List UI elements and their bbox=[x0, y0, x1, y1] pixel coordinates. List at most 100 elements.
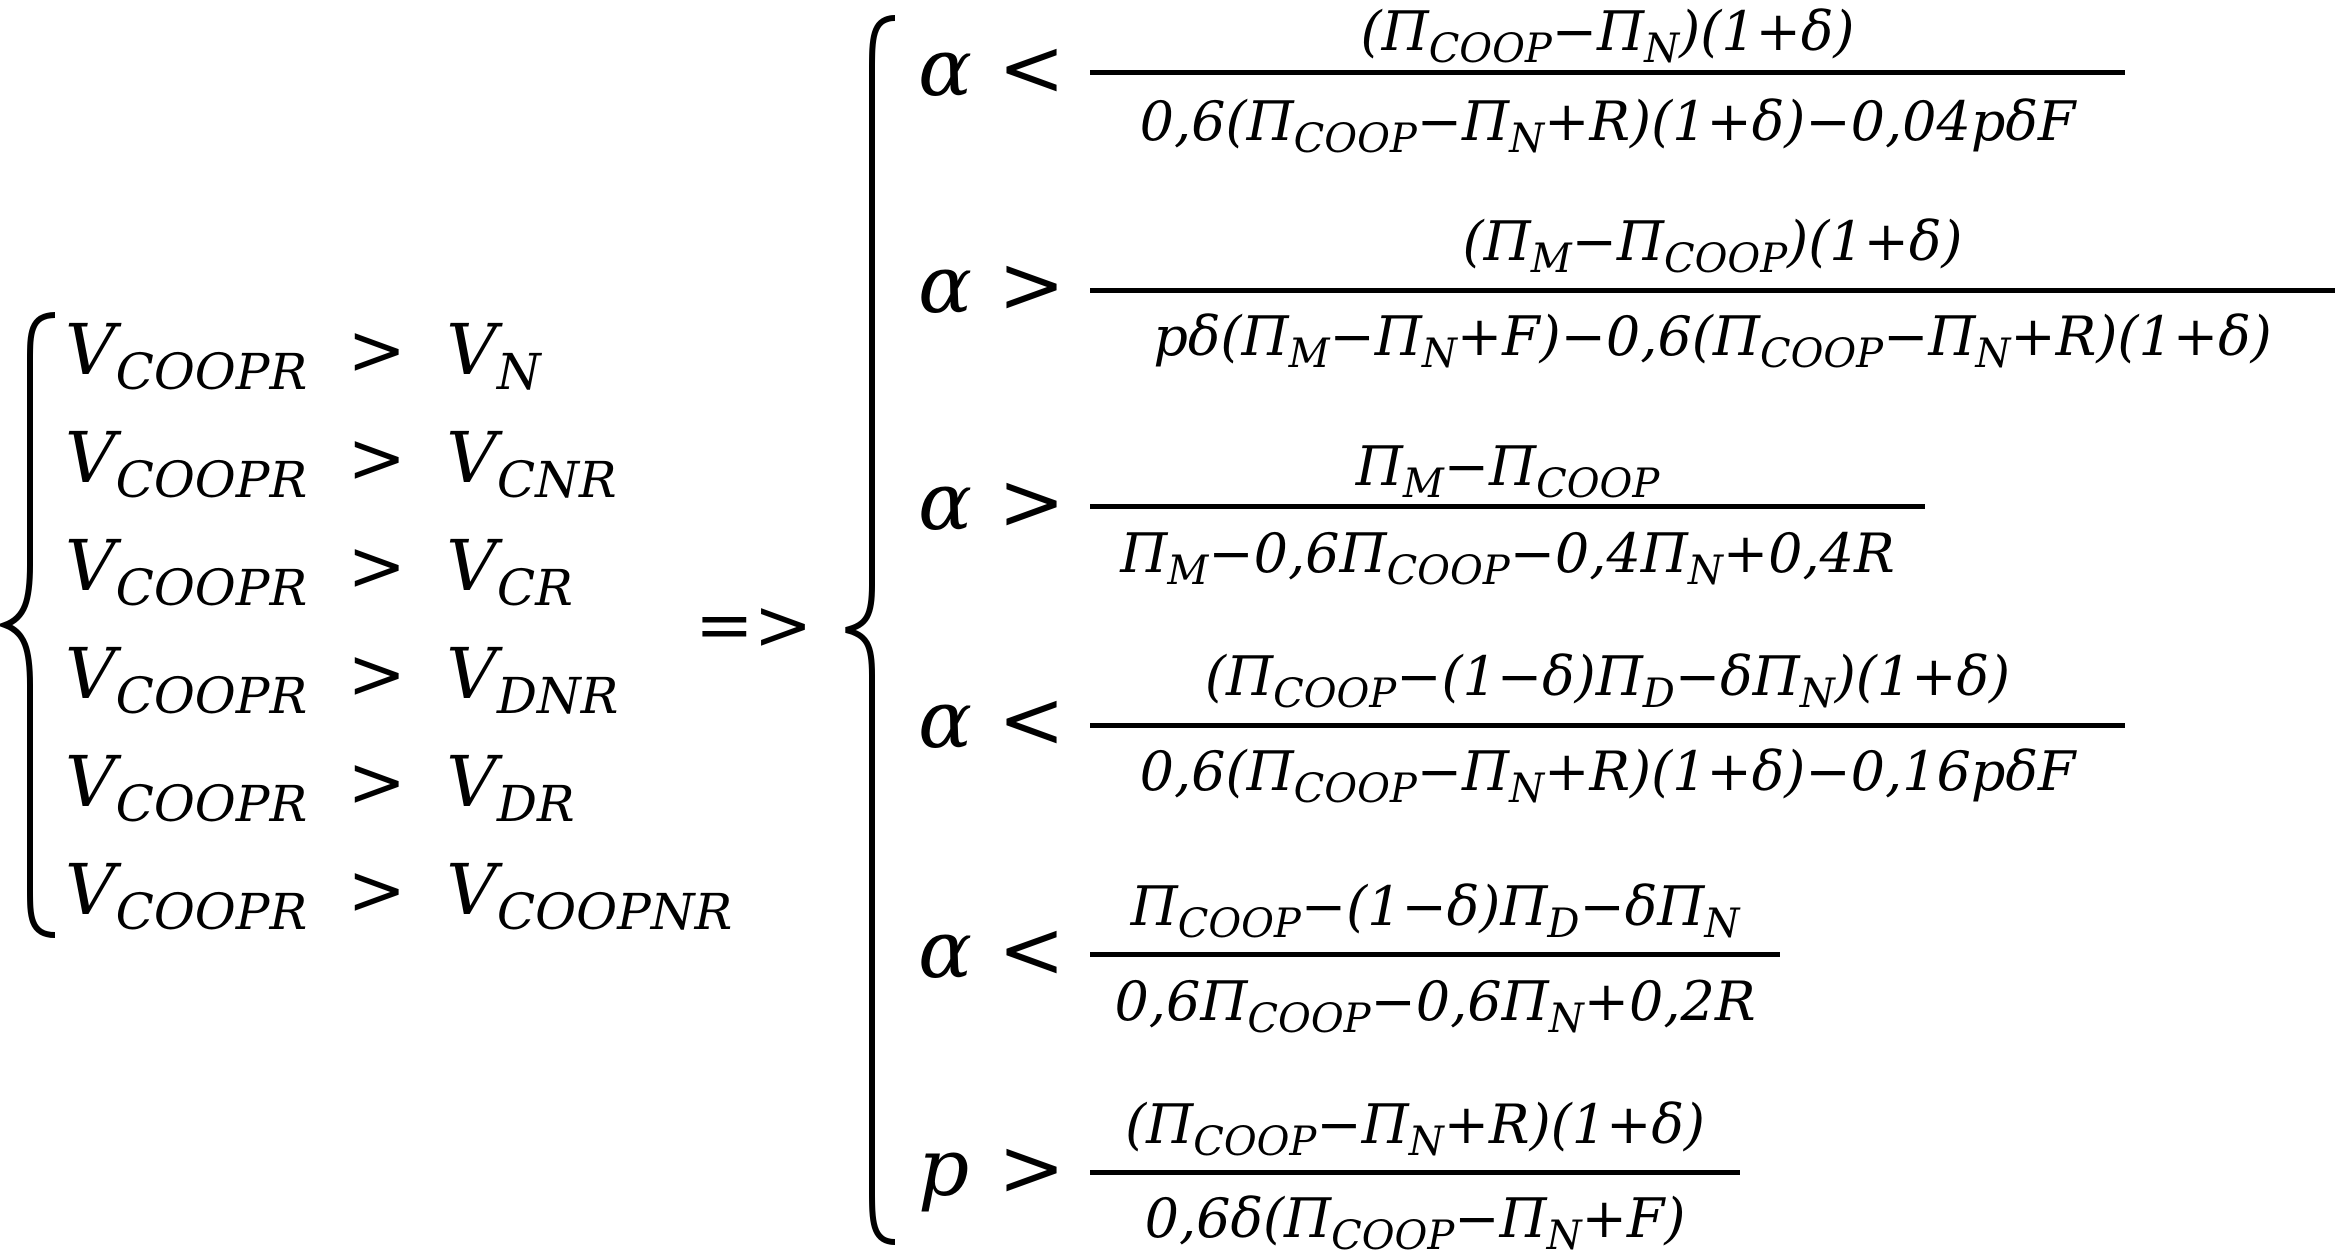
term: 0,6(Π bbox=[1139, 90, 1294, 153]
subscript: N bbox=[1975, 330, 2011, 377]
lhs-var: V bbox=[65, 849, 116, 931]
gt-operator: > bbox=[347, 309, 407, 391]
term: +0,2R bbox=[1583, 970, 1756, 1033]
left-condition-row: VCOOPR > VCNR bbox=[65, 423, 617, 505]
subscript: N bbox=[1546, 1212, 1582, 1259]
term: −Π bbox=[1883, 305, 1976, 368]
subscript: COOP bbox=[1331, 1212, 1455, 1259]
term: Π bbox=[1130, 875, 1178, 938]
term: (Π bbox=[1204, 645, 1274, 708]
right-brace bbox=[845, 15, 896, 1245]
term: −Π bbox=[1416, 740, 1510, 803]
inequality-op: < bbox=[998, 673, 1066, 766]
rhs-subscript: DNR bbox=[496, 667, 619, 725]
term: +R)(1+δ) bbox=[2010, 305, 2272, 368]
inequality-lhs: α bbox=[918, 21, 973, 114]
subscript: D bbox=[1547, 900, 1580, 947]
fraction-denominator: pδ(ΠM−ΠN+F)−0,6(ΠCOOP−ΠN+R)(1+δ) bbox=[1090, 310, 2335, 374]
fraction-bar bbox=[1090, 1170, 1740, 1175]
term: −(1−δ)Π bbox=[1300, 875, 1548, 938]
lhs-subscript: COOPR bbox=[115, 667, 308, 725]
subscript: COOP bbox=[1536, 460, 1660, 507]
lhs-var: V bbox=[65, 741, 116, 823]
rhs-var: V bbox=[446, 633, 497, 715]
lhs-var: V bbox=[65, 417, 116, 499]
term: −0,4Π bbox=[1509, 522, 1688, 585]
subscript: M bbox=[1167, 547, 1209, 594]
subscript: COOP bbox=[1759, 330, 1884, 377]
fraction-bar bbox=[1090, 288, 2335, 293]
subscript: COOP bbox=[1177, 900, 1301, 947]
term: −0,6Π bbox=[1370, 970, 1549, 1033]
left-condition-row: VCOOPR > VN bbox=[65, 315, 541, 397]
subscript: M bbox=[1530, 235, 1572, 282]
fraction-bar bbox=[1090, 952, 1780, 957]
gt-operator: > bbox=[347, 525, 407, 607]
subscript: COOP bbox=[1293, 115, 1417, 162]
subscript: N bbox=[1799, 670, 1835, 717]
fraction-numerator: (ΠCOOP−ΠN+R)(1+δ) bbox=[1090, 1098, 1740, 1162]
term: −δΠ bbox=[1674, 645, 1800, 708]
fraction-denominator: ΠM−0,6ΠCOOP−0,4ΠN+0,4R bbox=[1090, 527, 1925, 591]
term: +0,4R bbox=[1722, 522, 1895, 585]
fraction-numerator: (ΠM−ΠCOOP)(1+δ) bbox=[1090, 215, 2335, 279]
rhs-subscript: N bbox=[496, 343, 541, 401]
inequality-op: > bbox=[998, 455, 1066, 548]
left-brace bbox=[0, 312, 56, 938]
fraction-numerator: (ΠCOOP−ΠN)(1+δ) bbox=[1090, 5, 2125, 69]
rhs-subscript: COOPNR bbox=[496, 883, 733, 941]
term: −Π bbox=[1316, 1093, 1409, 1156]
term: (Π bbox=[1360, 0, 1429, 63]
term: −Π bbox=[1551, 0, 1645, 63]
rhs-var: V bbox=[446, 309, 497, 391]
subscript: N bbox=[1644, 25, 1680, 72]
inequality-lhs: α bbox=[918, 455, 973, 548]
gt-operator: > bbox=[347, 849, 407, 931]
fraction-numerator: ΠCOOP−(1−δ)ΠD−δΠN bbox=[1090, 880, 1780, 944]
term: −Π bbox=[1329, 305, 1422, 368]
lhs-var: V bbox=[65, 633, 116, 715]
rhs-subscript: CNR bbox=[496, 451, 617, 509]
fraction-numerator: ΠM−ΠCOOP bbox=[1090, 440, 1925, 504]
subscript: M bbox=[1402, 460, 1444, 507]
subscript: COOP bbox=[1386, 547, 1510, 594]
rhs-var: V bbox=[446, 525, 497, 607]
lhs-var: V bbox=[65, 309, 116, 391]
subscript: N bbox=[1687, 547, 1723, 594]
subscript: COOP bbox=[1247, 995, 1371, 1042]
subscript: N bbox=[1421, 330, 1457, 377]
term: +R)(1+δ)−0,16pδF bbox=[1544, 740, 2076, 803]
subscript: N bbox=[1509, 115, 1545, 162]
fraction-denominator: 0,6(ΠCOOP−ΠN+R)(1+δ)−0,04pδF bbox=[1090, 95, 2125, 159]
inequality-lhs: p bbox=[918, 1121, 970, 1214]
term: Π bbox=[1120, 522, 1168, 585]
left-condition-row: VCOOPR > VCR bbox=[65, 531, 573, 613]
rhs-var: V bbox=[446, 849, 497, 931]
gt-operator: > bbox=[347, 633, 407, 715]
lhs-subscript: COOPR bbox=[115, 775, 308, 833]
term: +F) bbox=[1581, 1187, 1686, 1250]
fraction-denominator: 0,6δ(ΠCOOP−ΠN+F) bbox=[1090, 1192, 1740, 1256]
fraction-bar bbox=[1090, 70, 2125, 75]
fraction-numerator: (ΠCOOP−(1−δ)ΠD−δΠN)(1+δ) bbox=[1090, 650, 2125, 714]
term: −Π bbox=[1454, 1187, 1547, 1250]
subscript: D bbox=[1642, 670, 1675, 717]
inequality-op: > bbox=[998, 238, 1066, 331]
gt-operator: > bbox=[347, 741, 407, 823]
inequality-op: < bbox=[998, 903, 1066, 996]
term: 0,6(Π bbox=[1139, 740, 1294, 803]
gt-operator: > bbox=[347, 417, 407, 499]
term: (Π bbox=[1462, 210, 1531, 273]
term: −δΠ bbox=[1579, 875, 1705, 938]
fraction-bar bbox=[1090, 504, 1925, 509]
term: −Π bbox=[1571, 210, 1665, 273]
lhs-subscript: COOPR bbox=[115, 559, 308, 617]
fraction-bar bbox=[1090, 723, 2125, 728]
subscript: COOP bbox=[1664, 235, 1788, 282]
term: )(1+δ) bbox=[1787, 210, 1963, 273]
left-condition-row: VCOOPR > VDR bbox=[65, 747, 575, 829]
term: )(1+δ) bbox=[1834, 645, 2011, 708]
subscript: N bbox=[1408, 1118, 1444, 1165]
subscript: COOP bbox=[1428, 25, 1552, 72]
